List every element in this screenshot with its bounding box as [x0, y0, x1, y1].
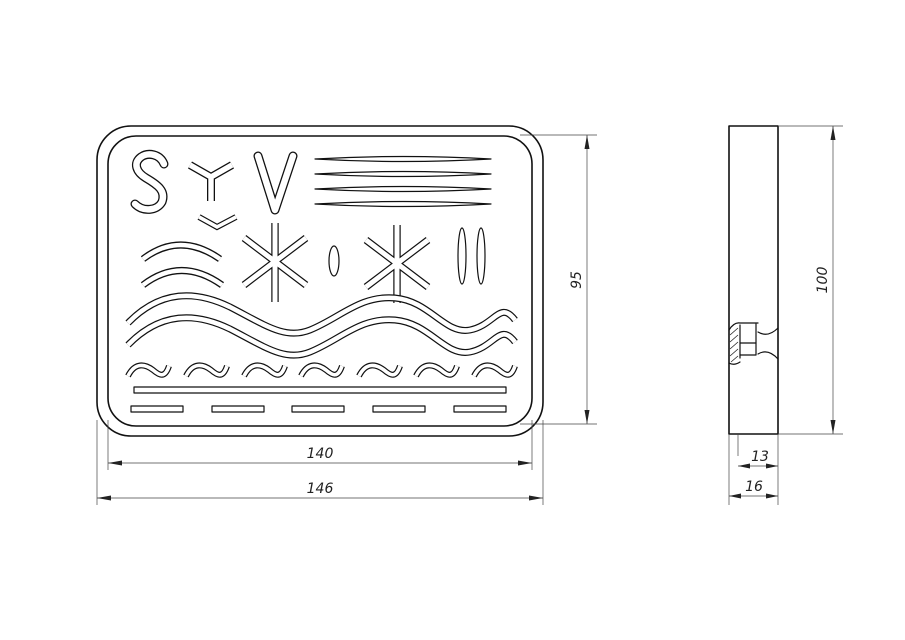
- dim-text-95: 95: [569, 271, 585, 289]
- dimension-height-95: 95: [520, 134, 597, 425]
- dimension-thickness-16: 16: [728, 434, 778, 505]
- arc-grooves: [140, 241, 225, 288]
- tall-ellipse-groove-1: [457, 227, 467, 285]
- dimension-height-100: 100: [778, 125, 843, 435]
- side-view: [728, 125, 779, 456]
- letter-y-groove: [188, 161, 234, 201]
- letter-v-groove: [253, 151, 298, 215]
- tilde-grooves: [125, 362, 518, 378]
- section-break-detail: [728, 322, 779, 365]
- front-view: [96, 125, 544, 437]
- ellipse-groove: [328, 245, 340, 277]
- dimension-thickness-13: 13: [738, 434, 779, 505]
- dim-text-16: 16: [745, 479, 763, 495]
- asterisk-groove-2: [363, 225, 431, 303]
- side-view-outline: [728, 125, 779, 435]
- dimension-width-146: 146: [96, 420, 544, 505]
- outer-plate-outline: [96, 125, 544, 437]
- asterisk-groove-1: [241, 223, 309, 302]
- tall-ellipse-groove-2: [476, 227, 486, 285]
- horizontal-tapered-grooves: [314, 155, 492, 208]
- dim-text-100: 100: [815, 267, 831, 294]
- dimension-width-140: 140: [107, 420, 533, 470]
- inner-plate-outline: [107, 135, 533, 427]
- dim-text-146: 146: [307, 481, 334, 497]
- dim-text-140: 140: [307, 446, 334, 462]
- chevron-groove: [197, 214, 238, 231]
- letter-s-groove: [130, 149, 169, 214]
- long-bar-groove: [133, 386, 507, 394]
- dash-grooves: [130, 405, 507, 413]
- dim-text-13: 13: [751, 449, 769, 465]
- large-wave-grooves: [125, 292, 518, 359]
